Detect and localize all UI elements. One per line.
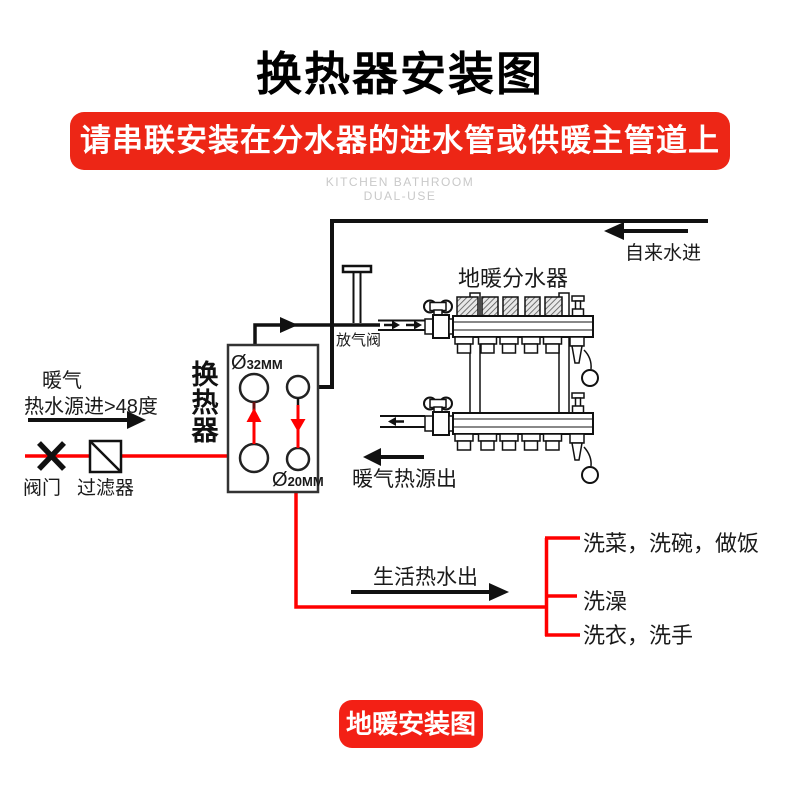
manifold-lower-drain bbox=[569, 433, 599, 484]
filter-icon bbox=[88, 439, 123, 474]
use-kitchen-label: 洗菜，洗碗，做饭 bbox=[583, 531, 760, 556]
manifold-drawing bbox=[423, 292, 599, 484]
manifold-upper-inlet-pipe bbox=[378, 319, 426, 331]
valve-x-icon bbox=[37, 441, 66, 471]
air-release-valve-symbol bbox=[341, 264, 373, 323]
heating-in-arrow bbox=[28, 411, 146, 429]
air-release-valve-label: 放气阀 bbox=[336, 332, 382, 349]
tap-water-in-label: 自来水进 bbox=[625, 243, 702, 264]
manifold-upper-drain bbox=[569, 336, 599, 387]
watermark: KITCHEN BATHROOM DUAL-USE bbox=[0, 175, 800, 203]
manifold-lower-outlet-pipe bbox=[380, 415, 425, 428]
tap-water-pipe bbox=[318, 219, 708, 389]
page-title: 换热器安装图 bbox=[256, 48, 544, 100]
heating-source-label: 暖气 bbox=[42, 370, 82, 392]
domestic-hot-water-out-label: 生活热水出 bbox=[373, 566, 478, 589]
heating-source-in-label: 热水源进>48度 bbox=[24, 396, 158, 418]
use-laundry-label: 洗衣，洗手 bbox=[583, 623, 694, 648]
manifold-upper-fill-valve bbox=[571, 295, 585, 318]
heat-exchanger-box bbox=[226, 343, 320, 494]
footer-badge: 地暖安装图 bbox=[339, 700, 483, 748]
domestic-hot-water-arrow bbox=[351, 583, 509, 601]
manifold-upper-nuts bbox=[454, 336, 563, 354]
pipe-size-bottom-label: Ø20MM bbox=[272, 469, 324, 491]
heating-out-label: 暖气热源出 bbox=[352, 468, 457, 491]
heat-exchanger-label: 换热器 bbox=[191, 360, 219, 447]
manifold-label: 地暖分水器 bbox=[458, 266, 569, 291]
red-domestic-hot-water-pipe bbox=[294, 491, 580, 637]
exchanger-to-manifold-pipe bbox=[253, 317, 380, 346]
watermark-line2: DUAL-USE bbox=[363, 189, 437, 203]
watermark-line1: KITCHEN BATHROOM bbox=[325, 175, 475, 189]
warning-banner: 请串联安装在分水器的进水管或供暖主管道上 bbox=[70, 112, 730, 170]
manifold-upper-ball-valve bbox=[423, 299, 456, 339]
manifold-lower-nuts bbox=[454, 433, 563, 451]
manifold-lower-fill-valve bbox=[571, 392, 585, 415]
use-bath-label: 洗澡 bbox=[583, 589, 628, 614]
manifold-lower-ball-valve bbox=[423, 396, 456, 436]
pipe-size-top-label: Ø32MM bbox=[231, 352, 283, 374]
manifold-flow-caps bbox=[456, 296, 563, 318]
tap-water-arrow bbox=[604, 222, 688, 240]
filter-label: 过滤器 bbox=[77, 478, 135, 499]
heating-out-arrow bbox=[363, 448, 424, 466]
valve-label: 阀门 bbox=[23, 478, 62, 499]
